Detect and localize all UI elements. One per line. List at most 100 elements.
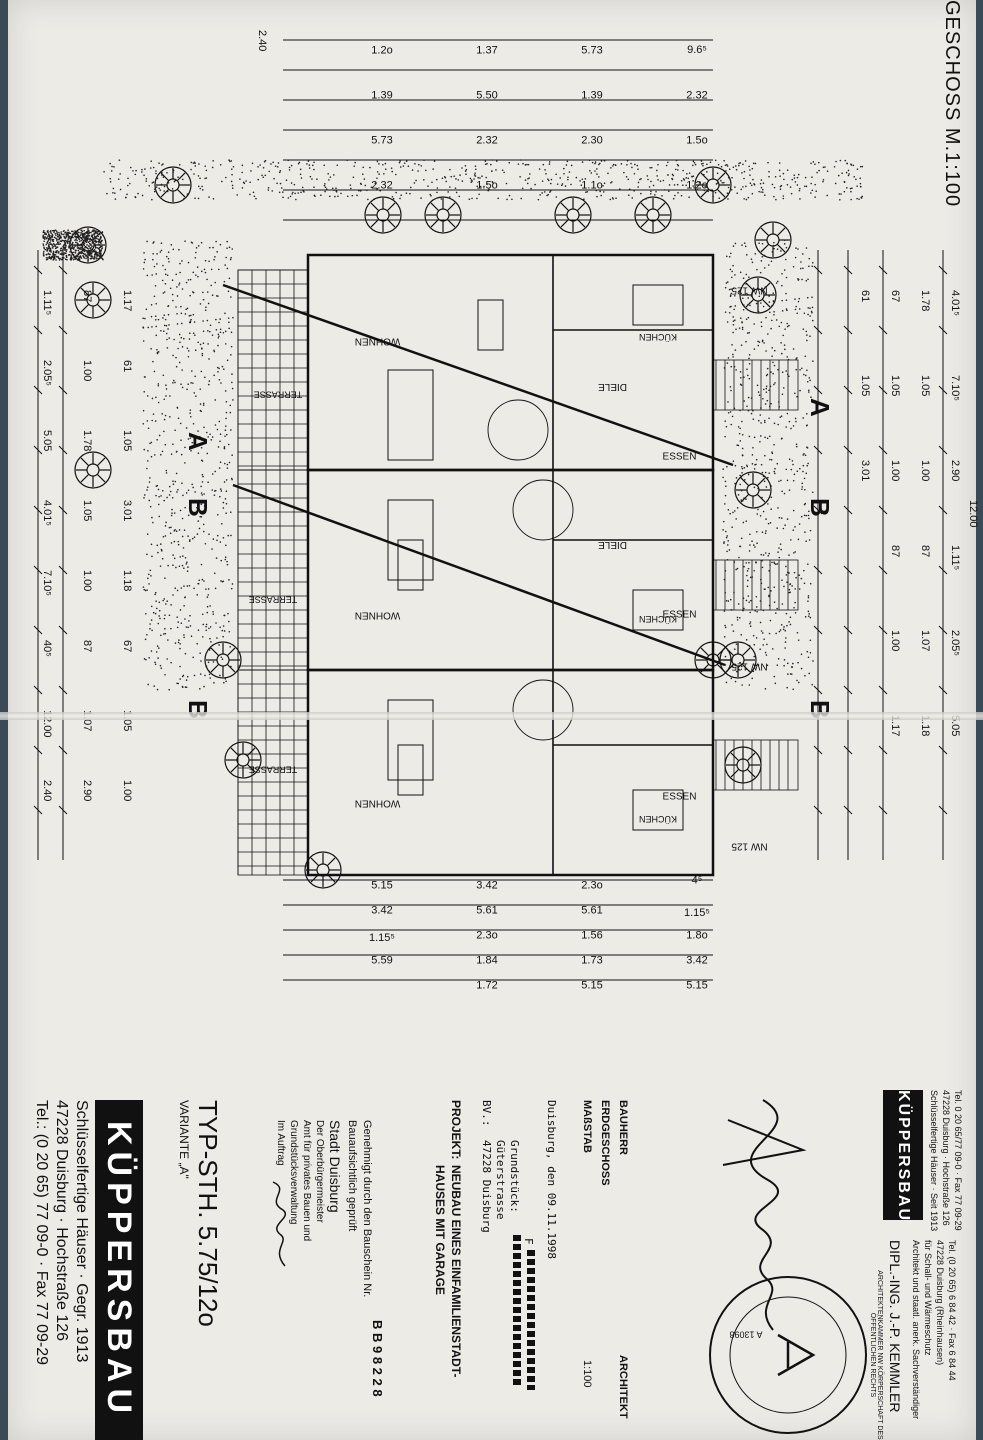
project-date-line: Duisburg, den 09.11.1998: [545, 1100, 558, 1259]
nw-marker-3: NW 125: [731, 840, 768, 852]
project-title-line1: NEUBAU EINES EINFAMILIENSTADT-: [449, 1165, 463, 1378]
room-label-wohnen-2: WOHNEN: [354, 609, 401, 621]
project-bv-label: BV.:: [480, 1100, 493, 1127]
dimension-label: 1.39: [371, 89, 393, 102]
dimension-label: 1.8o: [686, 929, 708, 942]
dimension-label: 1.78: [81, 430, 93, 452]
dimension-label: 61: [859, 290, 871, 303]
dimension-label: 1.00: [81, 570, 93, 592]
seal-text: ARCHITEKTENKAMMER NW KÖRPERSCHAFT DES ÖF…: [869, 1270, 883, 1440]
room-label-diele-2: DIELE: [598, 538, 627, 550]
dimension-label: 5.61: [476, 904, 498, 917]
room-label-kuechen-3: KÜCHEN: [638, 814, 678, 825]
project-plot-letter: F: [522, 1238, 535, 1245]
room-label-terrasse-1: TERRASSE: [253, 389, 303, 400]
architect-signature: [722, 1099, 807, 1331]
dimension-label: 1.18: [121, 570, 133, 592]
room-label-diele-1: DIELE: [598, 380, 627, 392]
room-label-wohnen-3: WOHNEN: [354, 797, 401, 809]
dimension-label: 2.05⁵: [949, 630, 961, 656]
architect-role2: für Schall- und Wärmeschutz: [923, 1240, 933, 1356]
project-title-line2: HAUSES MIT GARAGE: [433, 1165, 447, 1296]
dimension-label: 1.15⁵: [369, 931, 395, 944]
dimension-label: 1.00: [919, 460, 931, 482]
dimension-label: 1.00: [121, 780, 133, 802]
stamp-address: 47228 Duisburg · Hochstraße 126: [941, 1090, 951, 1226]
dimension-label: 87: [889, 545, 901, 558]
dimension-label: 67: [889, 290, 901, 303]
section-marker-b-1: B: [805, 498, 835, 517]
dimension-label: 2.40: [41, 780, 53, 802]
architect-name: DIPL.-ING. J.-P. KEMMLER: [887, 1240, 903, 1413]
section-marker-a-2: A: [183, 432, 213, 451]
dimension-label: 3.01: [859, 460, 871, 482]
project-plot-label: Grundstück:: [508, 1140, 521, 1213]
room-label-kuechen-2: KÜCHEN: [638, 614, 678, 625]
dimension-label: 1.5o: [686, 134, 708, 147]
dimension-label: 2.3o: [476, 929, 498, 942]
dimension-label: 1.72: [476, 979, 498, 992]
dimension-label: 1.00: [889, 630, 901, 652]
project-label: PROJEKT:: [449, 1100, 463, 1160]
approval-bb-number: B B 9 8 2 2 8: [370, 1320, 385, 1397]
dimension-label: 4.01⁵: [949, 290, 961, 316]
dimension-label: 2.90: [81, 780, 93, 802]
dimension-label: 1.2o: [371, 44, 393, 57]
bauherr-label: BAUHERR: [617, 1100, 629, 1155]
dimension-label: 5.73: [371, 134, 393, 147]
paper-sheet: [8, 0, 976, 1440]
dimension-label: 3.42: [476, 879, 498, 892]
dimension-label: 1.2o: [686, 179, 708, 192]
dimension-label: 5.73: [581, 44, 603, 57]
kuppersbau-phone: Tel.: (0 20 65) 77 09-0 · Fax 77 09-29: [33, 1100, 50, 1366]
massstab-label: MAßSTAB: [581, 1100, 593, 1153]
room-label-essen-1: ESSEN: [662, 451, 697, 463]
dim-depth-total: 2.40: [256, 30, 268, 52]
dimension-label: 5.05: [41, 430, 53, 452]
approval-signature: [272, 1181, 286, 1267]
room-label-terrasse-2: TERRASSE: [248, 594, 298, 605]
architect-seal: [709, 1276, 867, 1434]
approval-line4: Der Oberbürgermeister: [314, 1120, 325, 1223]
massstab-value: 1:100: [581, 1360, 593, 1388]
dimension-label: 1.39: [581, 89, 603, 102]
furniture: [387, 284, 684, 831]
dimension-label: 2.32: [476, 134, 498, 147]
dimension-label: 5.59: [371, 954, 393, 967]
room-label-wohnen-1: WOHNEN: [354, 335, 401, 347]
entrance-steps: [712, 359, 799, 791]
dimension-label: 7.10⁵: [41, 570, 53, 596]
architect-address: 47228 Duisburg (Rheinhausen): [935, 1240, 945, 1366]
redaction-bar-2: [527, 1250, 535, 1390]
dimension-label: 1.07: [919, 630, 931, 652]
section-marker-a-1: A: [805, 398, 835, 417]
paper-fold: [0, 712, 983, 720]
room-label-terrasse-3: TERRASSE: [248, 764, 298, 775]
dimension-label: 1.15⁵: [684, 906, 710, 919]
type-variant: VARIANTE „A": [177, 1100, 191, 1179]
dimension-label: 1.00: [81, 360, 93, 382]
approval-line5: Amt für privates Bauen und: [301, 1120, 312, 1242]
stamp-tagline: Schlüsselfertige Häuser · Seit 1913: [929, 1090, 939, 1232]
kuppersbau-logo: KÜPPERSBAU: [95, 1100, 143, 1440]
architect-role: Architekt und staatl. anerk. Sachverstän…: [911, 1240, 921, 1420]
approval-line2: Bauaufsichtlich geprüft: [346, 1120, 358, 1232]
approval-line3: Stadt Duisburg: [327, 1120, 343, 1213]
dimension-label: 1.11⁵: [41, 290, 53, 316]
dimension-label: 4.01⁵: [41, 500, 53, 526]
dimension-label: 5.61: [581, 904, 603, 917]
redaction-bar-1: [513, 1235, 521, 1385]
section-lines: [222, 283, 734, 667]
dimension-lines-right: [33, 250, 68, 860]
section-marker-b-2: B: [183, 498, 213, 517]
dimension-lines-left: [813, 250, 948, 860]
nw-marker-1: NW 125: [731, 284, 768, 296]
dimension-label: 5.15: [371, 879, 393, 892]
trees: [69, 166, 792, 889]
dimension-label: 5.15: [686, 979, 708, 992]
dimension-label: 40⁵: [41, 640, 53, 657]
